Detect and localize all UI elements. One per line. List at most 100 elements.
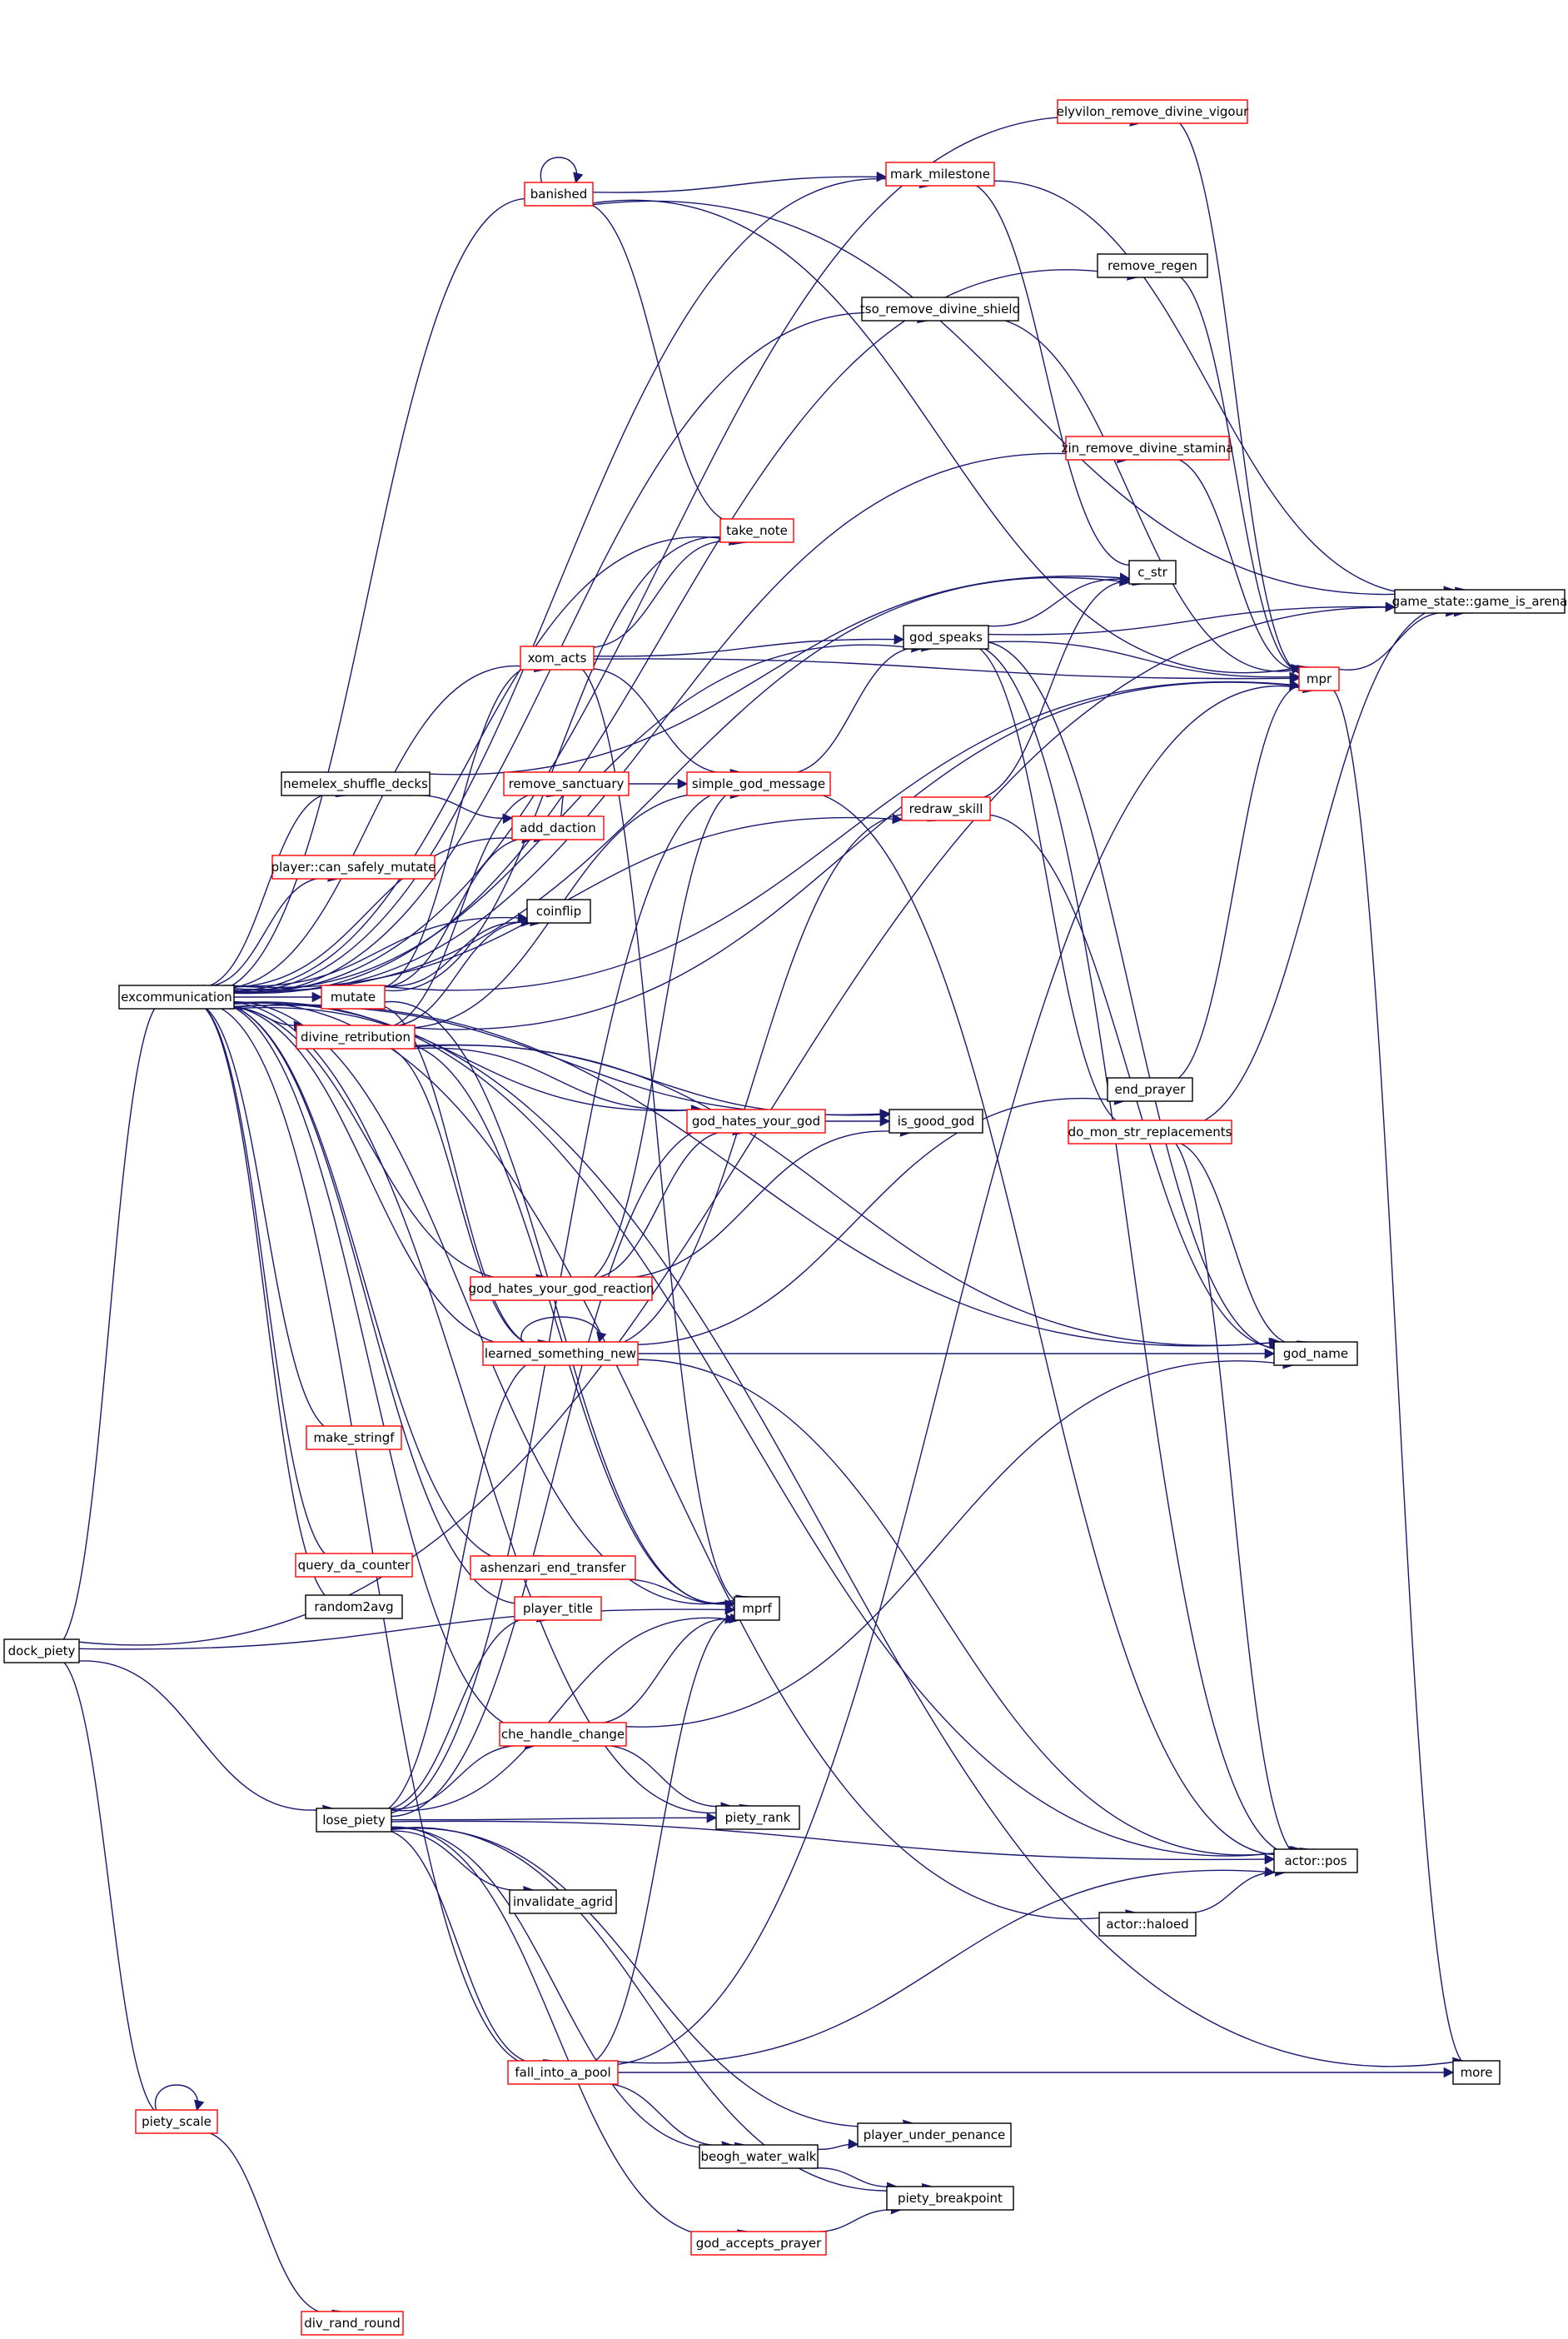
- edge-mutate-to-xom_acts: [360, 661, 551, 990]
- node-box: [1273, 1848, 1358, 1873]
- node-god-accepts-prayer[interactable]: god_accepts_prayer: [690, 2231, 827, 2256]
- node-box: [901, 796, 991, 821]
- node-player-can-safely-mutate[interactable]: player::can_safely_mutate: [271, 855, 436, 880]
- node-label: coinflip: [536, 904, 581, 919]
- node-label: mutate: [331, 990, 376, 1005]
- node-box: [503, 771, 630, 796]
- node-ashenzari-end-transfer[interactable]: ashenzari_end_transfer: [470, 1555, 636, 1580]
- edge-redraw_skill-to-c_str: [956, 576, 1143, 800]
- node-remove-sanctuary[interactable]: remove_sanctuary: [503, 771, 630, 796]
- node-player-under-penance[interactable]: player_under_penance: [857, 2122, 1012, 2147]
- node-end-prayer[interactable]: end_prayer: [1107, 1077, 1193, 1102]
- edge-excommunication-to-god_hates_your_god_reaction: [192, 1005, 547, 1284]
- node-div-rand-round[interactable]: div_rand_round: [301, 2311, 404, 2336]
- node-is-good-god[interactable]: is_good_god: [889, 1109, 983, 1134]
- node-box: [135, 2109, 218, 2134]
- node-actor-pos[interactable]: actor::pos: [1273, 1848, 1358, 1873]
- node-divine-retribution[interactable]: divine_retribution: [296, 1025, 416, 1050]
- node-actor-haloed[interactable]: actor::haloed: [1098, 1912, 1197, 1937]
- node-mutate[interactable]: mutate: [321, 985, 386, 1010]
- edge-mutate-to-mpr: [384, 679, 1301, 991]
- node-learned-something-new[interactable]: learned_something_new: [482, 1341, 639, 1366]
- node-god-speaks[interactable]: god_speaks: [903, 625, 989, 650]
- edge-do_mon_str_replacements-to-actor_pos: [1152, 1135, 1314, 1860]
- node-piety-rank[interactable]: piety_rank: [715, 1805, 800, 1830]
- edge-divine_retribution-to-learned_something_new: [362, 1045, 555, 1351]
- node-label: c_str: [1137, 565, 1167, 581]
- node-fall-into-a-pool[interactable]: fall_into_a_pool: [507, 2060, 619, 2085]
- edge-lose_piety-to-fall_into_a_pool: [363, 1828, 555, 2069]
- node-mpr[interactable]: mpr: [1298, 666, 1340, 691]
- node-box: [1065, 436, 1230, 461]
- node-label: beogh_water_walk: [700, 2149, 816, 2165]
- node-box: [1097, 253, 1208, 278]
- node-take-note[interactable]: take_note: [719, 518, 794, 543]
- edge-divine_retribution-to-god_name: [391, 1045, 1282, 1349]
- edge-che_handle_change-to-mprf: [580, 1613, 740, 1725]
- node-remove-regen[interactable]: remove_regen: [1097, 253, 1208, 278]
- node-box: [281, 771, 431, 796]
- node-label: redraw_skill: [909, 801, 983, 817]
- node-label: excommunication: [121, 990, 232, 1005]
- node-more[interactable]: more: [1452, 2060, 1501, 2085]
- node-c-str[interactable]: c_str: [1128, 560, 1177, 585]
- node-god-hates-your-god[interactable]: god_hates_your_god: [686, 1109, 826, 1134]
- node-query-da-counter[interactable]: query_da_counter: [295, 1553, 413, 1578]
- node-banished[interactable]: banished: [524, 182, 594, 207]
- node-label: zin_remove_divine_stamina: [1062, 441, 1234, 456]
- edge-lose_piety-to-god_hates_your_god: [360, 1124, 751, 1818]
- node-box: [118, 985, 235, 1010]
- node-che-handle-change[interactable]: che_handle_change: [499, 1722, 627, 1747]
- node-do-mon-str-replacements[interactable]: do_mon_str_replacements: [1068, 1120, 1232, 1145]
- node-random2avg[interactable]: random2avg: [305, 1594, 403, 1619]
- node-redraw-skill[interactable]: redraw_skill: [901, 796, 991, 821]
- edge-xom_acts-to-mpr: [593, 658, 1301, 684]
- node-label: remove_sanctuary: [509, 776, 625, 792]
- node-zin-remove-divine-stamina[interactable]: zin_remove_divine_stamina: [1062, 436, 1234, 461]
- edge-piety_scale-to-div_rand_round: [186, 2130, 343, 2320]
- node-make-stringf[interactable]: make_stringf: [306, 1425, 402, 1450]
- node-mark-milestone[interactable]: mark_milestone: [885, 162, 995, 187]
- node-simple-god-message[interactable]: simple_god_message: [686, 771, 831, 796]
- node-add-daction[interactable]: add_daction: [511, 815, 605, 840]
- edge-lose_piety-to-player_under_penance: [375, 1828, 914, 2131]
- node-label: actor::haloed: [1106, 1917, 1188, 1932]
- node-game-is-arena[interactable]: game_state::game_is_arena: [1392, 589, 1568, 614]
- edge-che_handle_change-to-god_name: [585, 1359, 1294, 1728]
- edge-mpr-to-game_is_arena: [1338, 606, 1457, 671]
- node-piety-scale[interactable]: piety_scale: [135, 2109, 218, 2134]
- edge-fall_into_a_pool-to-beogh_water_walk: [590, 2082, 733, 2152]
- node-box: [715, 1805, 800, 1830]
- node-piety-breakpoint[interactable]: piety_breakpoint: [886, 2186, 1014, 2211]
- node-mprf[interactable]: mprf: [734, 1596, 780, 1621]
- edge-tso_remove_divine_shield-to-mpr: [952, 316, 1308, 676]
- node-coinflip[interactable]: coinflip: [526, 899, 591, 924]
- edge-banished-to-take_note: [565, 202, 751, 528]
- node-nemelex-shuffle-decks[interactable]: nemelex_shuffle_decks: [281, 771, 431, 796]
- node-elyvilon-remove-divine-vigour[interactable]: elyvilon_remove_divine_vigour: [1057, 99, 1249, 124]
- edge-excommunication-to-nemelex_shuffle_decks: [186, 787, 347, 989]
- edge-excommunication-to-remove_regen: [192, 269, 1138, 994]
- edge-simple_god_message-to-god_speaks: [773, 641, 933, 775]
- node-excommunication[interactable]: excommunication: [118, 985, 235, 1010]
- node-player-title[interactable]: player_title: [514, 1596, 602, 1621]
- node-lose-piety[interactable]: lose_piety: [316, 1808, 392, 1833]
- node-xom-acts[interactable]: xom_acts: [520, 646, 595, 671]
- node-god-hates-your-god-reaction[interactable]: god_hates_your_god_reaction: [468, 1276, 655, 1301]
- edge-god_hates_your_god_reaction-to-god_hates_your_god: [575, 1125, 744, 1279]
- node-tso-remove-divine-shield[interactable]: tso_remove_divine_shield: [860, 297, 1020, 322]
- edge-zin_remove_divine_stamina-to-mpr: [1156, 456, 1312, 676]
- edge-actor_haloed-to-actor_pos: [1178, 1866, 1287, 1914]
- edge-excommunication-to-banished: [182, 197, 555, 994]
- node-label: piety_scale: [142, 2114, 212, 2130]
- node-god-name[interactable]: god_name: [1273, 1341, 1358, 1366]
- node-beogh-water-walk[interactable]: beogh_water_walk: [699, 2144, 819, 2169]
- edge-divine_retribution-to-remove_sanctuary: [365, 787, 558, 1029]
- node-box: [1298, 666, 1340, 691]
- edge-lose_piety-to-invalidate_agrid: [383, 1830, 535, 1897]
- node-dock-piety[interactable]: dock_piety: [3, 1638, 80, 1663]
- node-invalidate-agrid[interactable]: invalidate_agrid: [509, 1889, 617, 1914]
- edge-excommunication-to-coinflip: [228, 912, 529, 987]
